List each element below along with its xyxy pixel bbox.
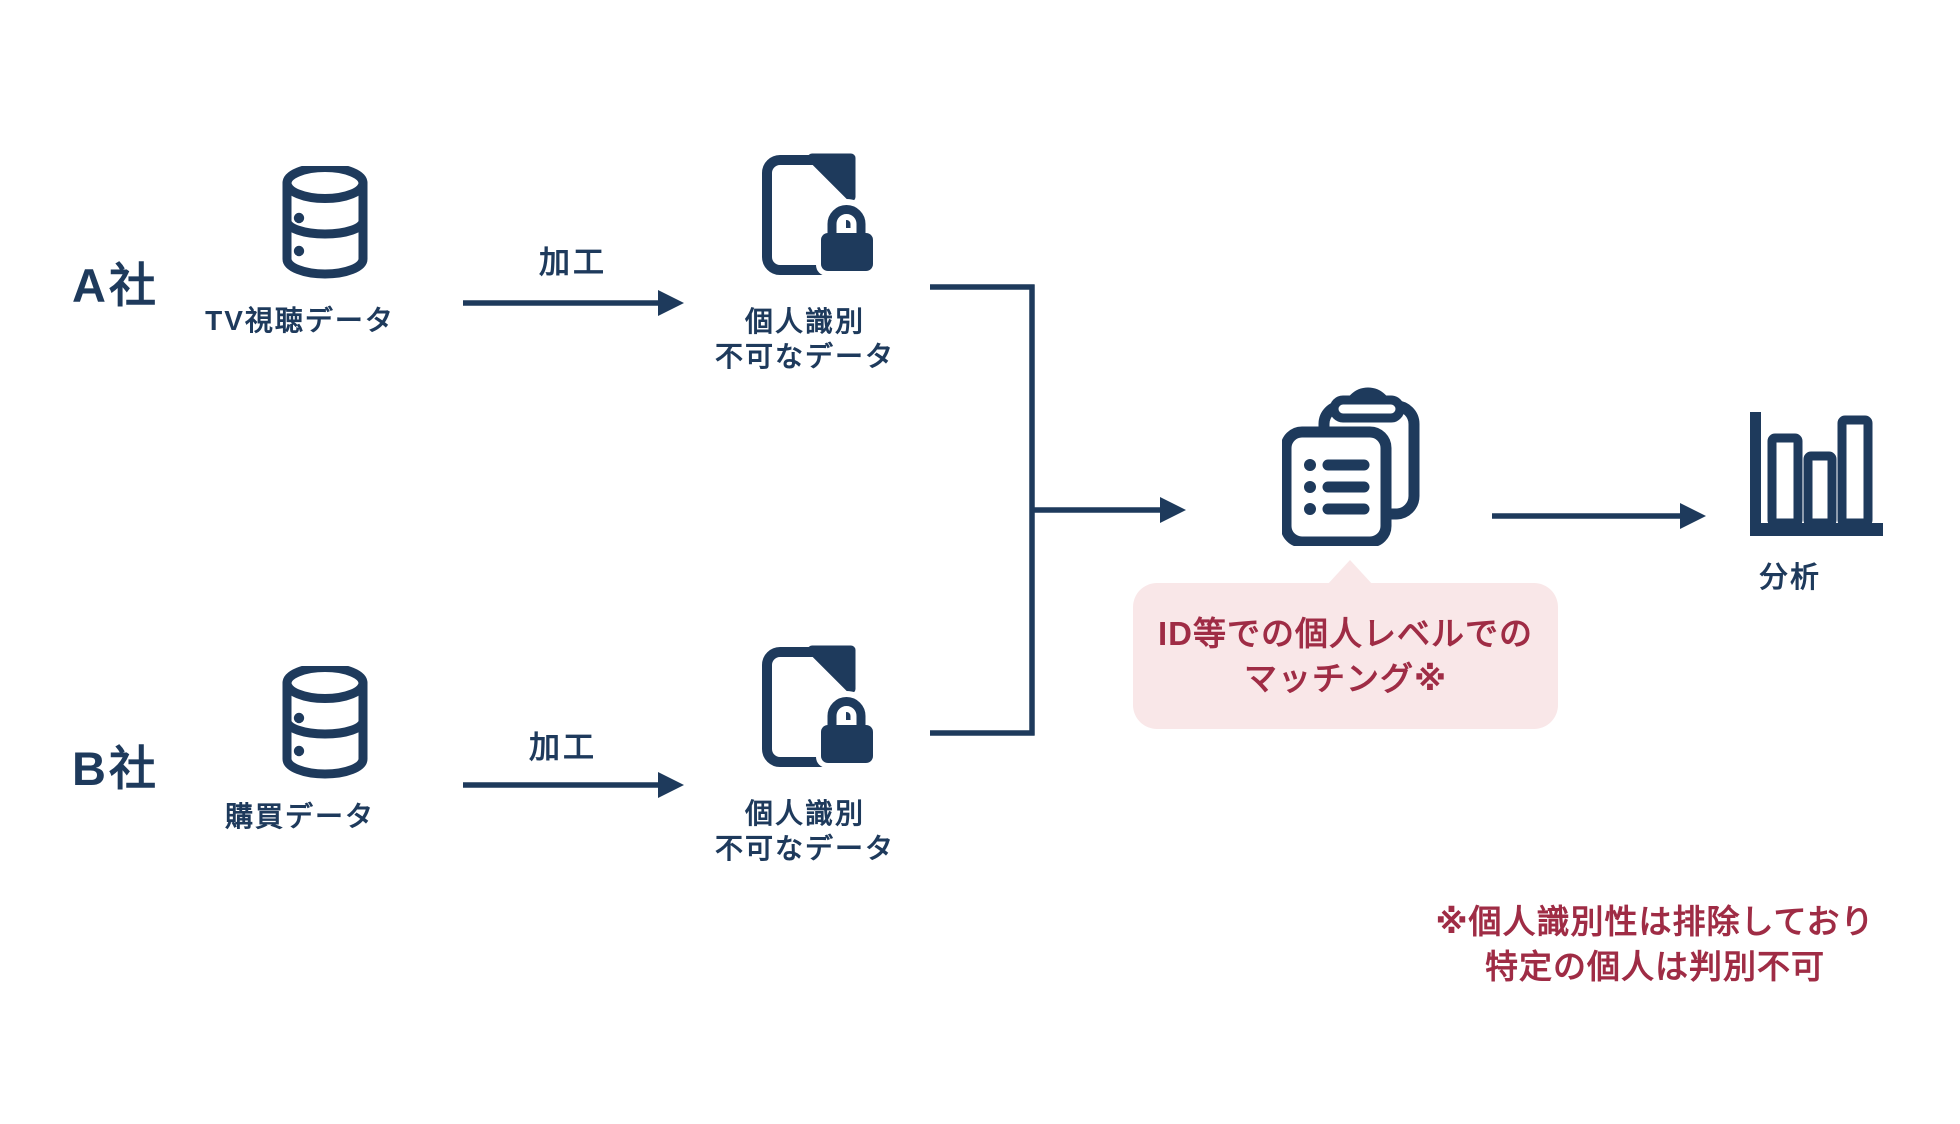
process-a-label: 加工 [539, 245, 607, 280]
process-b-label: 加工 [529, 730, 597, 765]
arrowhead [658, 772, 684, 798]
analysis-label: 分析 [1758, 562, 1821, 594]
arrowhead [1160, 497, 1186, 523]
database-icon [282, 166, 368, 279]
footnote-line1: ※個人識別性は排除しており [1435, 903, 1875, 940]
arrowhead [658, 290, 684, 316]
processed-a-label-line1: 個人識別 [744, 306, 865, 337]
footnote-line2: 特定の個人は判別不可 [1485, 948, 1825, 985]
bar-chart-icon [1750, 412, 1883, 536]
processed-b-label-line2: 不可なデータ [714, 833, 895, 864]
source-b-label: 購買データ [224, 801, 375, 832]
locked-document-icon [762, 645, 878, 768]
processed-b-label-line1: 個人識別 [744, 798, 865, 829]
source-a-label: TV視聴データ [205, 305, 395, 336]
matching-callout-line1: ID等での個人レベルでの [1158, 615, 1533, 652]
locked-document-icon [762, 153, 878, 276]
clipboard-list-icon [1282, 387, 1420, 546]
matching-callout-line2: マッチング※ [1243, 660, 1448, 697]
processed-a-label: 個人識別 不可なデータ [650, 304, 960, 374]
company-b-label: B社 [72, 742, 159, 795]
processed-b-label: 個人識別 不可なデータ [650, 796, 960, 866]
company-a-label: A社 [72, 259, 159, 312]
callout-pointer [1327, 560, 1373, 585]
arrowhead [1680, 503, 1706, 529]
matching-callout: ID等での個人レベルでの マッチング※ [1133, 583, 1558, 729]
processed-a-label-line2: 不可なデータ [714, 341, 895, 372]
database-icon [282, 666, 368, 779]
footnote: ※個人識別性は排除しており 特定の個人は判別不可 [1395, 899, 1915, 989]
